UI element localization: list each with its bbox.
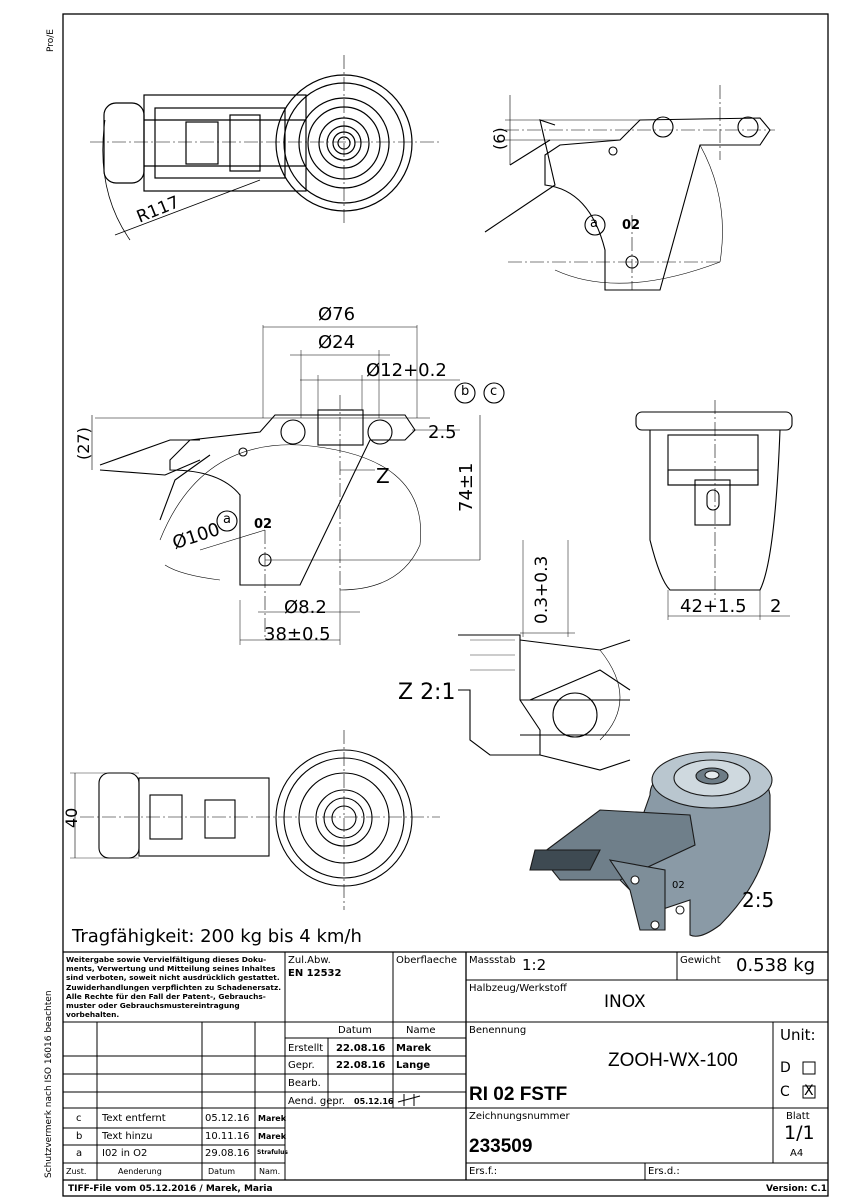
detail-scale-label: Z 2:1 bbox=[398, 680, 456, 705]
copyright-notice: Weitergabe sowie Vervielfältigung dieses… bbox=[66, 955, 284, 1019]
copyright-line: ments, Verwertung und Mitteilung seines … bbox=[66, 964, 276, 974]
rev-zust: a bbox=[76, 1148, 83, 1159]
gewicht-label: Gewicht bbox=[680, 955, 721, 966]
rev-zust: c bbox=[76, 1113, 82, 1124]
rev-header-name: Nam. bbox=[259, 1167, 281, 1176]
rev-datum: 10.11.16 bbox=[205, 1131, 250, 1142]
mark-02-main: 02 bbox=[254, 517, 273, 532]
dim-42: 42+1.5 bbox=[680, 596, 747, 617]
ers-d-label: Ers.d.: bbox=[648, 1166, 680, 1177]
benennung-value-2: RI 02 FSTF bbox=[469, 1084, 568, 1105]
dim-6: (6) bbox=[490, 127, 509, 150]
bottom-view bbox=[70, 730, 440, 910]
rev-aenderung: I02 in O2 bbox=[102, 1148, 148, 1159]
pro-e-label: Pro/E bbox=[46, 29, 56, 52]
dim-d76: Ø76 bbox=[318, 304, 356, 325]
dim-2-5: 2.5 bbox=[428, 422, 457, 443]
copyright-line: Zuwiderhandlungen verpflichten zu Schade… bbox=[66, 982, 282, 992]
rev-header-aenderung: Aenderung bbox=[118, 1167, 162, 1176]
erstellt-name: Marek bbox=[396, 1043, 432, 1054]
name-header: Name bbox=[406, 1025, 436, 1036]
erstellt-date: 22.08.16 bbox=[336, 1043, 386, 1054]
iso-16016-label: Schutzvermerk nach ISO 16016 beachten bbox=[44, 990, 54, 1178]
rev-zust: b bbox=[76, 1131, 83, 1142]
halbzeug-value: INOX bbox=[604, 992, 646, 1012]
circle-label-b: b bbox=[461, 384, 470, 399]
zul-abw-label: Zul.Abw. bbox=[288, 955, 331, 966]
rev-aenderung: Text entfernt bbox=[102, 1113, 166, 1124]
rev-name: Marek bbox=[258, 1132, 287, 1141]
unit-d-label: D bbox=[780, 1060, 791, 1076]
dim-d24: Ø24 bbox=[318, 332, 356, 353]
front-view bbox=[635, 400, 793, 620]
format-label: A4 bbox=[790, 1148, 804, 1159]
rev-name: Marek bbox=[258, 1114, 287, 1123]
zul-abw-value: EN 12532 bbox=[288, 968, 342, 979]
title-block-grid bbox=[63, 951, 828, 1181]
rev-name: Strafulus bbox=[257, 1149, 288, 1156]
dim-d12: Ø12+0.2 bbox=[366, 360, 447, 381]
bearb-label: Bearb. bbox=[288, 1078, 321, 1089]
detail-z bbox=[458, 540, 631, 771]
gewicht-value: 0.538 kg bbox=[736, 955, 816, 976]
aend-label: Aend. gepr. bbox=[288, 1096, 346, 1107]
blatt-label: Blatt bbox=[786, 1111, 810, 1122]
benennung-value: ZOOH-WX-100 bbox=[608, 1050, 738, 1071]
massstab-value: 1:2 bbox=[522, 956, 547, 974]
dim-38: 38±0.5 bbox=[264, 624, 331, 645]
massstab-label: Massstab bbox=[469, 955, 516, 966]
erstellt-label: Erstellt bbox=[288, 1043, 324, 1054]
gepr-label: Gepr. bbox=[288, 1060, 315, 1071]
circle-label-a-top: a bbox=[590, 216, 598, 231]
side-view-main bbox=[91, 325, 505, 645]
rev-aenderung: Text hinzu bbox=[102, 1131, 153, 1142]
side-view-small bbox=[484, 85, 775, 291]
blatt-value: 1/1 bbox=[784, 1122, 815, 1144]
ers-f-label: Ers.f.: bbox=[469, 1166, 498, 1177]
mark-02-iso: 02 bbox=[672, 880, 685, 891]
rev-header-datum: Datum bbox=[208, 1167, 236, 1176]
copyright-line: sind verboten, soweit nicht ausdrücklich… bbox=[66, 973, 280, 983]
load-capacity: Tragfähigkeit: 200 kg bis 4 km/h bbox=[72, 926, 362, 947]
zeichnungsnummer-value: 233509 bbox=[469, 1136, 533, 1157]
rev-datum: 05.12.16 bbox=[205, 1113, 250, 1124]
iso-scale-label: 2:5 bbox=[742, 888, 775, 912]
gepr-date: 22.08.16 bbox=[336, 1060, 386, 1071]
iso-view bbox=[529, 751, 773, 937]
top-view bbox=[90, 55, 440, 241]
oberflaeche-label: Oberflaeche bbox=[396, 955, 458, 966]
unit-c-label: C bbox=[780, 1084, 790, 1100]
benennung-label: Benennung bbox=[469, 1025, 527, 1036]
dim-40: 40 bbox=[62, 807, 81, 828]
mark-02-top: 02 bbox=[622, 218, 641, 233]
rev-header-zust: Zust. bbox=[66, 1167, 87, 1176]
zeichnungsnummer-label: Zeichnungsnummer bbox=[469, 1111, 570, 1122]
footer-right: Version: C.1 bbox=[766, 1184, 828, 1194]
footer-left: TIFF-File vom 05.12.2016 / Marek, Maria bbox=[68, 1184, 273, 1194]
unit-label: Unit: bbox=[780, 1026, 816, 1044]
dim-27: (27) bbox=[74, 427, 93, 460]
datum-header: Datum bbox=[338, 1025, 372, 1036]
unit-c-checkbox-mark: X bbox=[804, 1083, 814, 1099]
copyright-line: Weitergabe sowie Vervielfältigung dieses… bbox=[66, 955, 267, 964]
circle-label-c: c bbox=[490, 384, 498, 399]
copyright-line: muster oder Gebrauchsmustereintragung vo… bbox=[66, 1001, 240, 1020]
circle-label-a-main: a bbox=[223, 512, 231, 527]
halbzeug-label: Halbzeug/Werkstoff bbox=[469, 983, 567, 994]
rev-datum: 29.08.16 bbox=[205, 1148, 250, 1159]
gepr-name: Lange bbox=[396, 1060, 431, 1071]
dim-74: 74±1 bbox=[456, 462, 477, 512]
detail-marker-z: Z bbox=[376, 464, 390, 488]
aend-date: 05.12.16 bbox=[354, 1097, 394, 1106]
dim-0-3: 0.3+0.3 bbox=[532, 555, 552, 624]
sheet-border bbox=[62, 13, 829, 1197]
copyright-line: Alle Rechte für den Fall der Patent-, Ge… bbox=[66, 991, 266, 1001]
dim-d8-2: Ø8.2 bbox=[284, 597, 327, 618]
dim-2: 2 bbox=[770, 596, 782, 617]
